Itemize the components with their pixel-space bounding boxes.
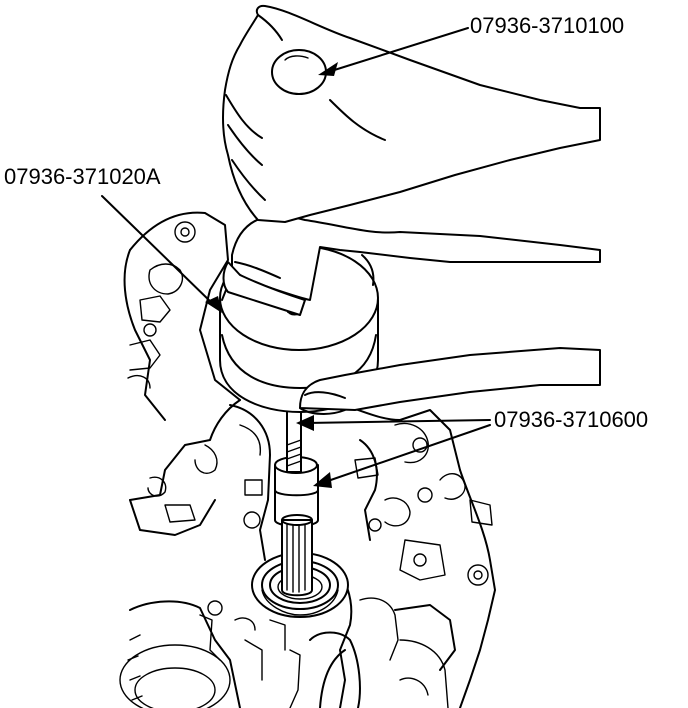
leader-arrows (101, 27, 491, 488)
callout-left: 07936-371020A (4, 164, 161, 189)
remover-attachment-icon (274, 456, 319, 597)
transmission-housing-icon (119, 211, 496, 708)
callout-top-right: 07936-3710100 (470, 13, 625, 38)
hand-upper-icon (222, 4, 601, 223)
callout-right: 07936-3710600 (494, 407, 649, 432)
hand-lower-icon (222, 213, 601, 415)
